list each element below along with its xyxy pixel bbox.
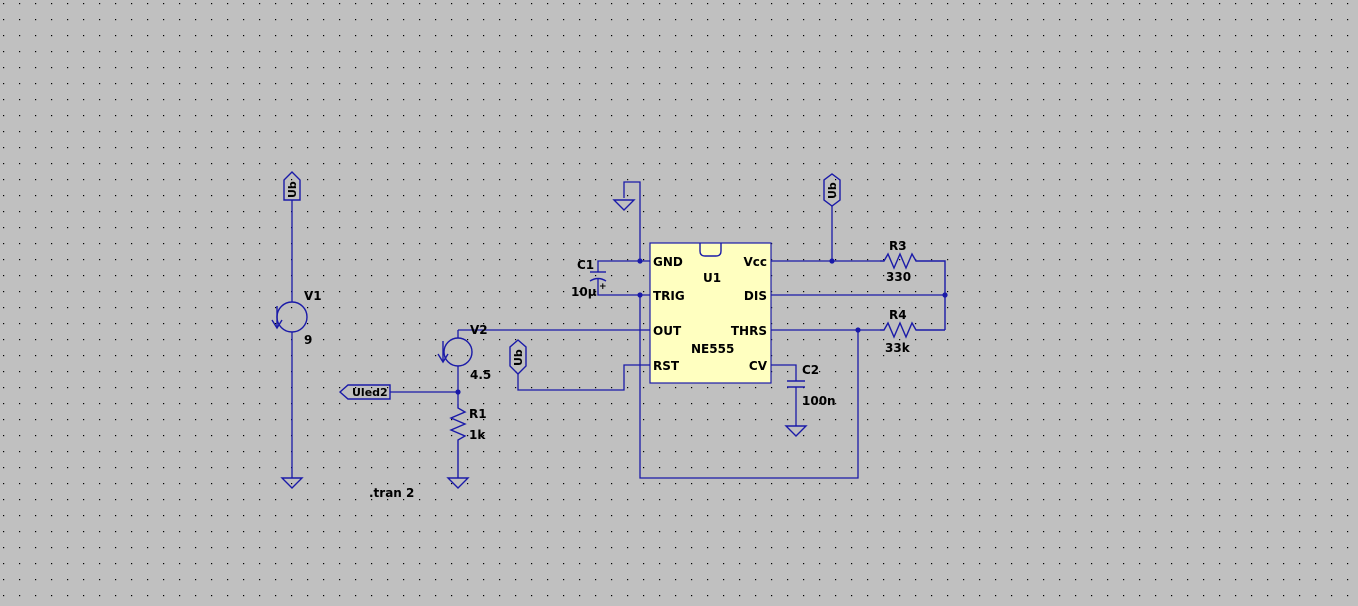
v2-name: V2: [470, 323, 488, 337]
c1-plus-sign: +: [599, 282, 607, 292]
ground-gnd-pin: [612, 181, 650, 262]
c2-name: C2: [802, 363, 819, 377]
v1-source[interactable]: V1 9: [271, 200, 322, 478]
junction-thrs: [855, 327, 861, 333]
pin-trig-label: TRIG: [653, 289, 685, 303]
uled2-net-text: Uled2: [352, 386, 388, 399]
feedback-wire[interactable]: [639, 295, 859, 479]
pin-dis-label: DIS: [744, 289, 767, 303]
junction-vcc: [829, 258, 835, 264]
c2-capacitor[interactable]: C2 100n: [771, 363, 836, 426]
pin-out-label: OUT: [653, 324, 682, 338]
pin-cv-label: CV: [749, 359, 768, 373]
pin-gnd-label: GND: [653, 255, 683, 269]
v2-value: 4.5: [470, 368, 491, 382]
ub-flag-v1[interactable]: Ub: [283, 171, 301, 201]
ground-r1: [446, 477, 470, 489]
c2-value: 100n: [802, 394, 836, 408]
v1-name: V1: [304, 289, 322, 303]
c1-capacitor[interactable]: + C1 10µ: [571, 258, 650, 299]
pin-vcc-label: Vcc: [743, 255, 767, 269]
pin-rst-label: RST: [653, 359, 680, 373]
ground-v1: [280, 477, 304, 489]
r3-name: R3: [889, 239, 907, 253]
r1-resistor[interactable]: R1 1k: [449, 404, 487, 478]
pin-thrs-label: THRS: [731, 324, 767, 338]
ub-flag-vcc-label: Ub: [826, 182, 839, 199]
ne555-ic[interactable]: U1 NE555 GND TRIG OUT RST Vcc DIS THRS C…: [649, 242, 772, 384]
v2-source[interactable]: V2 4.5: [437, 323, 640, 404]
r3-resistor[interactable]: R3 330: [880, 239, 946, 330]
junction-dis: [942, 292, 948, 298]
ub-flag-rst-label: Ub: [512, 349, 525, 366]
r1-value: 1k: [469, 428, 486, 442]
ub-flag-rst[interactable]: Ub: [509, 339, 650, 391]
r4-resistor[interactable]: R4 33k: [880, 308, 945, 355]
ic-refdes: U1: [703, 271, 721, 285]
r1-name: R1: [469, 407, 487, 421]
r4-value: 33k: [885, 341, 911, 355]
ub-flag-vcc[interactable]: Ub: [823, 173, 841, 261]
r4-name: R4: [889, 308, 907, 322]
uled2-net-label[interactable]: Uled2: [338, 384, 458, 400]
junction-v2-r1: [455, 389, 461, 395]
junction-gnd: [637, 258, 643, 264]
ub-flag-v1-label: Ub: [286, 181, 299, 198]
c1-value: 10µ: [571, 285, 597, 299]
v1-value: 9: [304, 333, 312, 347]
ic-part: NE555: [691, 342, 734, 356]
c1-name: C1: [577, 258, 594, 272]
r3-value: 330: [886, 270, 911, 284]
ground-c2: [784, 425, 808, 437]
ic-notch: [699, 243, 722, 257]
tran-directive[interactable]: .tran 2: [369, 486, 414, 500]
